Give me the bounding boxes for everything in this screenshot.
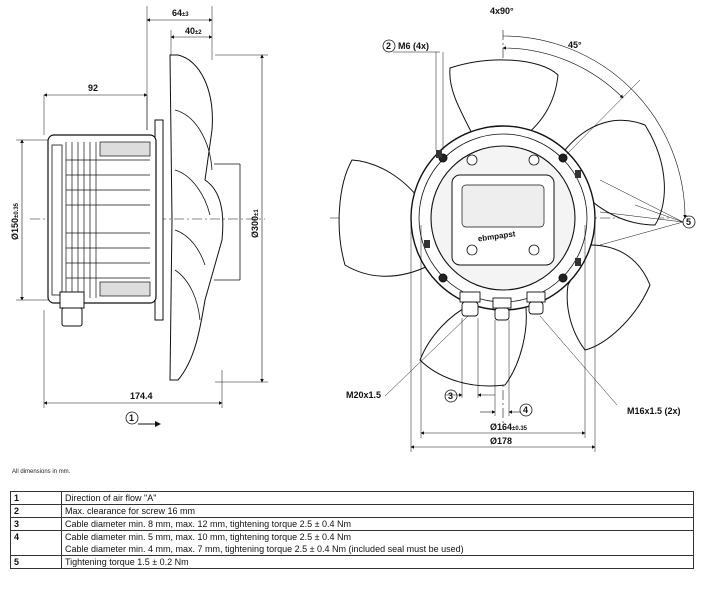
m16-label: M16x1.5 (2x) xyxy=(627,406,681,416)
legend-num: 3 xyxy=(10,517,62,531)
angle-arc-45 xyxy=(502,46,624,99)
callout-4: 4 xyxy=(523,405,528,415)
legend-num: 2 xyxy=(10,504,62,518)
m6-label: M6 (4x) xyxy=(398,41,429,51)
callout-3: 3 xyxy=(448,391,453,401)
legend-num: 1 xyxy=(10,491,62,505)
m16-leader xyxy=(539,315,618,406)
front-view xyxy=(330,30,696,452)
callout-2-circle xyxy=(382,39,396,53)
dim-174: 174.4 xyxy=(130,391,153,401)
technical-drawing: 64±3 40±2 92 Ø150±0.35 Ø300±1 174.4 1 xyxy=(10,6,696,452)
angle-arc-4x90 xyxy=(502,35,687,219)
dim-92: 92 xyxy=(88,83,98,93)
legend-row: 5 Tightening torque 1.5 ± 0.2 Nm xyxy=(10,555,694,569)
legend-row: 1 Direction of air flow "A" xyxy=(10,491,694,505)
callout-1: 1 xyxy=(129,413,134,423)
legend-row: 3 Cable diameter min. 8 mm, max. 12 mm, … xyxy=(10,517,694,531)
legend-num: 5 xyxy=(10,555,62,569)
dim-178: Ø178 xyxy=(490,436,512,446)
m20-leader xyxy=(384,315,469,397)
angle-4x90-label: 4x90° xyxy=(490,6,514,16)
impeller-blades xyxy=(338,59,665,387)
legend-text: Cable diameter min. 5 mm, max. 10 mm, ti… xyxy=(61,530,694,556)
m20-label: M20x1.5 xyxy=(346,390,381,400)
legend-text: Max. clearance for screw 16 mm xyxy=(61,504,694,518)
legend-table: 1 Direction of air flow "A" 2 Max. clear… xyxy=(10,491,694,569)
dim-64: 64±3 xyxy=(172,8,189,18)
side-cable-gland xyxy=(59,291,85,309)
dim-300: Ø300±1 xyxy=(250,209,260,238)
callout-1-circle xyxy=(125,411,139,425)
legend-text: Cable diameter min. 8 mm, max. 12 mm, ti… xyxy=(61,517,694,531)
legend-num: 4 xyxy=(10,530,62,556)
side-blade-outline xyxy=(169,54,224,381)
dimensions-note: All dimensions in mm. xyxy=(12,469,71,475)
cooling-fins xyxy=(65,141,151,298)
mount-hole-3 xyxy=(438,273,448,283)
dim-164: Ø164±0.35 xyxy=(490,422,528,432)
legend-text: Direction of air flow "A" xyxy=(61,491,694,505)
motor-housing xyxy=(47,134,157,304)
mount-hole-4 xyxy=(558,273,568,283)
angle-45-label: 45° xyxy=(568,40,582,50)
callout-2: 2 xyxy=(386,41,391,51)
callout-5: 5 xyxy=(686,217,691,227)
legend-row: 2 Max. clearance for screw 16 mm xyxy=(10,504,694,518)
dim-40: 40±2 xyxy=(185,26,202,36)
front-cable-glands xyxy=(459,291,546,321)
callout-3-circle xyxy=(444,389,458,403)
side-view xyxy=(16,6,268,427)
dim-150: Ø150±0.35 xyxy=(10,202,20,240)
side-blade-curve xyxy=(174,109,213,171)
legend-text: Tightening torque 1.5 ± 0.2 Nm xyxy=(61,555,694,569)
callout-4-circle xyxy=(519,403,533,417)
legend-row: 4 Cable diameter min. 5 mm, max. 10 mm, … xyxy=(10,530,694,556)
